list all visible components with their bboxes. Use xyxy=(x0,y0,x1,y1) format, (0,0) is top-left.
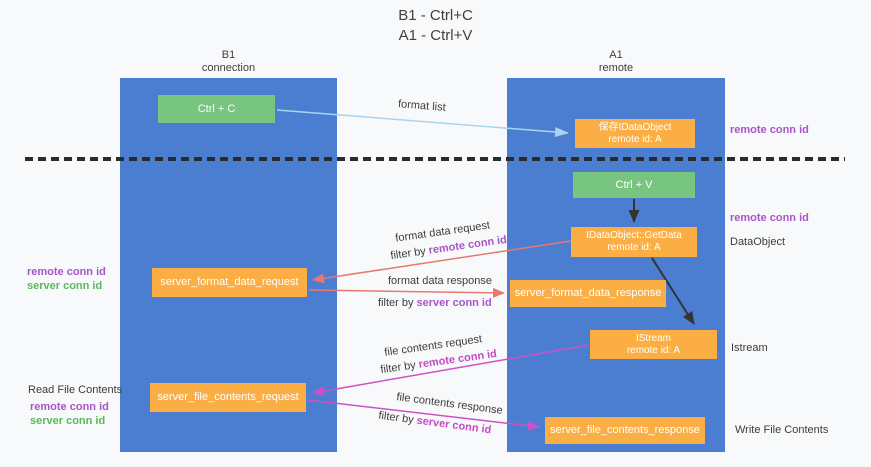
idataobject-getdata-line1: IDataObject::GetData xyxy=(586,230,682,241)
filter-prefix: filter by xyxy=(377,409,418,427)
server-format-data-response-box: server_format_data_response xyxy=(510,280,666,307)
filter-file-response-label: filter by server conn id xyxy=(378,410,492,437)
arrow-format-data-response xyxy=(308,287,505,298)
dataobject-label: DataObject xyxy=(730,236,786,248)
server-file-contents-response-box: server_file_contents_response xyxy=(545,417,705,444)
server-format-data-request-label: server_format_data_request xyxy=(160,276,299,288)
read-file-contents-label: Read File Contents xyxy=(28,384,123,396)
idataobject-getdata-line2: remote id: A xyxy=(607,242,661,253)
diagram-title: B1 - Ctrl+C A1 - Ctrl+V xyxy=(0,6,871,46)
server-conn-id-inline: server conn id xyxy=(415,414,493,437)
istream-line2: remote id: A xyxy=(626,344,681,356)
istream-box: IStream remote id: A xyxy=(590,330,717,359)
filter-prefix: filter by xyxy=(379,358,420,377)
ctrl-c-box: Ctrl + C xyxy=(158,95,275,123)
lifeline-header-b1: B1 connection xyxy=(120,49,337,75)
saved-idataobject-line1: 保存IDataObject xyxy=(598,121,672,133)
right-remote-conn-id-top-label: remote conn id xyxy=(730,124,809,136)
left-remote-conn-id-2-label: remote conn id xyxy=(30,401,109,413)
ctrl-v-label: Ctrl + V xyxy=(615,178,653,191)
format-list-label: format list xyxy=(397,98,447,114)
server-conn-id-inline: server conn id xyxy=(416,297,492,309)
filter-prefix: filter by xyxy=(389,244,430,263)
istream-side-label: Istream xyxy=(731,342,768,354)
diagram-title-line1: B1 - Ctrl+C xyxy=(398,7,473,24)
left-server-conn-id-1-label: server conn id xyxy=(27,280,103,292)
write-file-contents-label: Write File Contents xyxy=(735,424,829,436)
left-remote-conn-id-1-label: remote conn id xyxy=(27,266,106,278)
saved-idataobject-box: 保存IDataObject remote id: A xyxy=(575,119,695,148)
filter-prefix: filter by xyxy=(378,297,417,309)
lifeline-b1-name: B1 xyxy=(221,49,236,61)
lifeline-b1-role: connection xyxy=(201,62,256,74)
filter-format-response-label: filter by server conn id xyxy=(378,297,492,309)
server-format-data-response-label: server_format_data_response xyxy=(514,287,662,299)
server-file-contents-response-label: server_file_contents_response xyxy=(550,424,700,436)
server-format-data-request-box: server_format_data_request xyxy=(152,268,307,297)
lifeline-a1-name: A1 xyxy=(609,49,623,61)
server-file-contents-request-box: server_file_contents_request xyxy=(150,383,306,412)
lifeline-a1-role: remote xyxy=(598,62,634,74)
ctrl-v-box: Ctrl + V xyxy=(573,172,695,198)
saved-idataobject-line2: remote id: A xyxy=(608,133,662,145)
left-server-conn-id-2-label: server conn id xyxy=(30,415,106,427)
right-remote-conn-id-mid-label: remote conn id xyxy=(730,212,809,224)
istream-line1: IStream xyxy=(635,332,671,344)
ctrl-c-label: Ctrl + C xyxy=(197,102,236,115)
format-data-response-label: format data response xyxy=(388,275,492,287)
diagram-title-line2: A1 - Ctrl+V xyxy=(398,27,473,44)
lifeline-header-a1: A1 remote xyxy=(507,49,725,75)
phase-divider-dashed-line xyxy=(25,157,845,161)
server-file-contents-request-label: server_file_contents_request xyxy=(157,391,299,403)
idataobject-getdata-box: IDataObject::GetData remote id: A xyxy=(571,227,697,257)
